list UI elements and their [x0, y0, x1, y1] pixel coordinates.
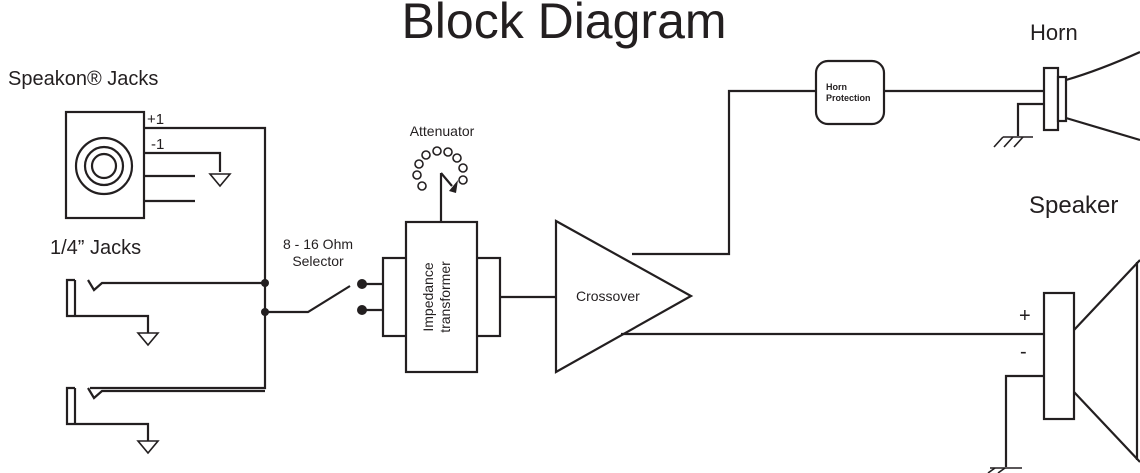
selector-label-2: Selector — [292, 253, 344, 269]
crossover-label: Crossover — [576, 288, 640, 304]
horn-label: Horn — [1030, 20, 1078, 45]
ground-icon — [136, 440, 160, 455]
minus-one-label: -1 — [151, 136, 164, 153]
transformer-label-1: Impedance — [420, 262, 436, 331]
horn-protection-label-2: Protection — [826, 93, 871, 103]
ohm-selector — [357, 279, 386, 315]
ground-icon — [993, 136, 1033, 148]
horn-protection-label-1: Horn — [826, 82, 847, 92]
attenuator-label: Attenuator — [410, 123, 475, 139]
speaker-plus-label: + — [1019, 305, 1031, 327]
plus-one-label: +1 — [147, 111, 164, 128]
diagram-title: Block Diagram — [401, 0, 726, 49]
ground-icon — [136, 332, 160, 347]
selector-label-1: 8 - 16 Ohm — [283, 236, 353, 252]
speaker-minus-label: - — [1020, 341, 1027, 363]
quarter-jack-2 — [65, 386, 265, 455]
horn-protection: Horn Protection — [814, 59, 886, 126]
speaker-icon — [1042, 259, 1140, 463]
ground-icon — [987, 467, 1022, 473]
speakon-jacks-label: Speakon® Jacks — [8, 68, 158, 90]
quarter-jack-1 — [65, 278, 265, 347]
quarter-jacks-label: 1/4” Jacks — [50, 237, 141, 259]
transformer-label-2: transformer — [437, 261, 453, 333]
ground-icon — [208, 173, 232, 188]
speakon-jack — [64, 110, 146, 220]
speaker-label: Speaker — [1029, 192, 1118, 219]
impedance-transformer: Impedance transformer — [381, 220, 502, 374]
attenuator-icon — [412, 146, 468, 222]
horn-icon — [1042, 50, 1140, 142]
crossover: Crossover — [554, 219, 694, 374]
